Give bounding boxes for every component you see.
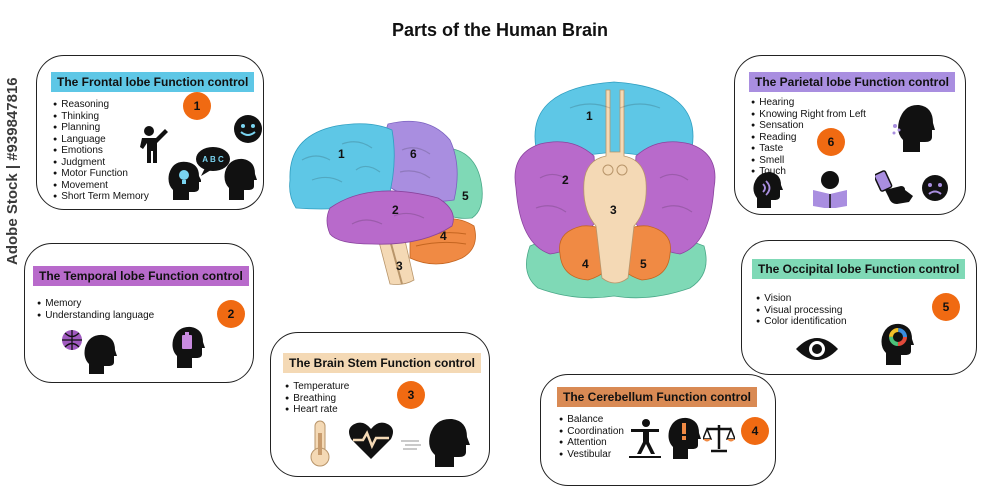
svg-text:A B C: A B C xyxy=(202,155,224,164)
list-item: Motor Function xyxy=(53,168,149,181)
list-item: Planning xyxy=(53,122,149,135)
temporal-function-list: Memory Understanding language xyxy=(37,298,154,323)
occipital-card-title: The Occipital lobe Function control xyxy=(752,259,966,279)
cerebellum-card-title: The Cerebellum Function control xyxy=(557,387,758,407)
list-item: Smell xyxy=(751,155,866,168)
list-item: Attention xyxy=(559,437,624,450)
list-item: Vestibular xyxy=(559,449,624,462)
frontal-card-title: The Frontal lobe Function control xyxy=(51,72,255,92)
parietal-card-title: The Parietal lobe Function control xyxy=(749,72,956,92)
sad-face-icon xyxy=(922,175,948,201)
brainstem-number-badge: 3 xyxy=(397,381,425,409)
list-item: Language xyxy=(53,134,149,147)
thermometer-icon xyxy=(310,420,330,467)
list-item: Reasoning xyxy=(53,99,149,112)
parietal-number-badge: 6 xyxy=(817,128,845,156)
brain-stem-card: The Brain Stem Function control Temperat… xyxy=(270,332,490,477)
side-label-parietal: 6 xyxy=(410,147,417,161)
frontal-lobe-card: The Frontal lobe Function control Reason… xyxy=(36,55,264,210)
list-item: Heart rate xyxy=(285,404,349,417)
side-label-cerebellum: 4 xyxy=(440,229,447,243)
head-profile-icon xyxy=(224,158,257,200)
bottom-label-cerebellum-left: 4 xyxy=(582,257,589,271)
page-title: Parts of the Human Brain xyxy=(391,20,609,40)
bottom-brainstem-region xyxy=(583,89,647,284)
list-item: Visual processing xyxy=(756,305,847,318)
hand-pointing-phone-icon xyxy=(875,170,913,204)
list-item: Memory xyxy=(37,298,154,311)
brainstem-function-list: Temperature Breathing Heart rate xyxy=(285,381,349,417)
occipital-function-list: Vision Visual processing Color identific… xyxy=(756,293,847,329)
list-item: Hearing xyxy=(751,97,866,110)
temporal-number-badge: 2 xyxy=(217,300,245,328)
list-item: Judgment xyxy=(53,157,149,170)
abc-speech-bubble-icon: A B C xyxy=(196,147,230,176)
watermark-text: Adobe Stock | #939847816 xyxy=(4,77,21,265)
head-battery-icon xyxy=(172,326,205,368)
side-label-temporal: 2 xyxy=(392,203,399,217)
eye-icon xyxy=(796,338,838,360)
occipital-number-badge: 5 xyxy=(932,293,960,321)
list-item: Understanding language xyxy=(37,310,154,323)
tightrope-walker-icon xyxy=(629,419,661,458)
head-sound-icon xyxy=(753,172,783,208)
brain-side-view: 1 6 2 5 4 3 xyxy=(289,120,483,285)
list-item: Thinking xyxy=(53,111,149,124)
list-item: Coordination xyxy=(559,426,624,439)
bottom-label-brainstem: 3 xyxy=(610,203,617,217)
cerebellum-function-list: Balance Coordination Attention Vestibula… xyxy=(559,414,624,462)
side-label-occipital: 5 xyxy=(462,189,469,203)
brainstem-card-title: The Brain Stem Function control xyxy=(283,353,482,373)
list-item: Movement xyxy=(53,180,149,193)
head-alert-icon xyxy=(668,417,701,459)
list-item: Emotions xyxy=(53,145,149,158)
list-item: Touch xyxy=(751,166,866,179)
list-item: Knowing Right from Left xyxy=(751,109,866,122)
list-item: Vision xyxy=(756,293,847,306)
side-label-brainstem: 3 xyxy=(396,259,403,273)
side-label-frontal: 1 xyxy=(338,147,345,161)
list-item: Temperature xyxy=(285,381,349,394)
temporal-region xyxy=(326,190,454,245)
head-lightbulb-icon xyxy=(168,161,201,200)
frontal-function-list: Reasoning Thinking Planning Language Emo… xyxy=(53,99,149,204)
person-reading-icon xyxy=(813,171,847,208)
bottom-label-frontal: 1 xyxy=(586,109,593,123)
parietal-lobe-card: The Parietal lobe Function control Heari… xyxy=(734,55,966,215)
head-color-wheel-icon xyxy=(881,323,914,365)
globe-head-icon xyxy=(62,330,117,374)
list-item: Balance xyxy=(559,414,624,427)
list-item: Breathing xyxy=(285,393,349,406)
frontal-number-badge: 1 xyxy=(183,92,211,120)
parietal-function-list: Hearing Knowing Right from Left Sensatio… xyxy=(751,97,866,179)
list-item: Reading xyxy=(751,132,866,145)
cerebellum-number-badge: 4 xyxy=(741,417,769,445)
parietal-region xyxy=(383,120,458,202)
brain-bottom-view: 1 2 3 4 5 xyxy=(514,81,716,299)
frontal-region xyxy=(289,123,395,210)
bottom-label-cerebellum-right: 5 xyxy=(640,257,647,271)
bottom-label-temporal: 2 xyxy=(562,173,569,187)
head-smell-icon xyxy=(892,104,935,152)
head-breathing-icon xyxy=(401,418,470,467)
person-pointing-icon xyxy=(140,126,168,163)
list-item: Sensation xyxy=(751,120,866,133)
temporal-card-title: The Temporal lobe Function control xyxy=(33,266,249,286)
smiley-face-icon xyxy=(234,115,262,143)
temporal-lobe-card: The Temporal lobe Function control Memor… xyxy=(24,243,254,383)
occipital-lobe-card: The Occipital lobe Function control Visi… xyxy=(741,240,977,375)
cerebellum-card: The Cerebellum Function control Balance … xyxy=(540,374,776,486)
list-item: Color identification xyxy=(756,316,846,329)
list-item: Short Term Memory xyxy=(53,191,149,204)
list-item: Taste xyxy=(751,143,866,156)
heart-pulse-icon xyxy=(349,422,393,459)
balance-scale-icon xyxy=(703,425,735,453)
